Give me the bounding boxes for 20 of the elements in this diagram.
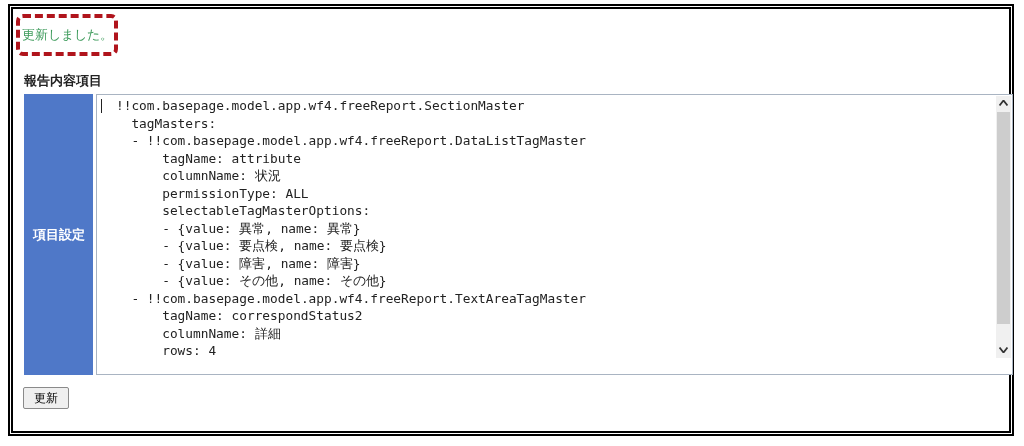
section-heading: 報告内容項目 [24, 72, 102, 90]
code-line: - {value: 異常, name: 異常} [162, 219, 361, 237]
code-line: tagName: attribute [162, 149, 301, 167]
update-button: 更新 [23, 387, 69, 409]
code-line: - !!com.basepage.model.app.wf4.freeReport.DataListTagMaster [131, 132, 586, 150]
field-label: 項目設定 [24, 94, 93, 375]
code-line: tagMasters: [131, 114, 217, 132]
status-message: 更新しました。 [16, 14, 118, 56]
code-line: tagName: correspondStatus2 [162, 307, 363, 325]
code-line: - {value: その他, name: その他} [162, 272, 387, 290]
code-text-area [96, 94, 1013, 375]
code-line: - !!com.basepage.model.app.wf4.freeReport.TextAreaTagMaster [131, 289, 586, 307]
code-line: rows: 4 [162, 342, 217, 360]
code-line: columnName: 詳細 [162, 324, 281, 342]
code-line: - {value: 障害, name: 障害} [162, 254, 361, 272]
code-line: columnName: 状況 [162, 167, 281, 185]
code-line: - {value: 要点検, name: 要点検} [162, 237, 387, 255]
code-line: permissionType: ALL [162, 184, 309, 202]
code-line: !!com.basepage.model.app.wf4.freeReport.SectionMaster [116, 97, 525, 115]
code-line: selectableTagMasterOptions: [162, 202, 371, 220]
